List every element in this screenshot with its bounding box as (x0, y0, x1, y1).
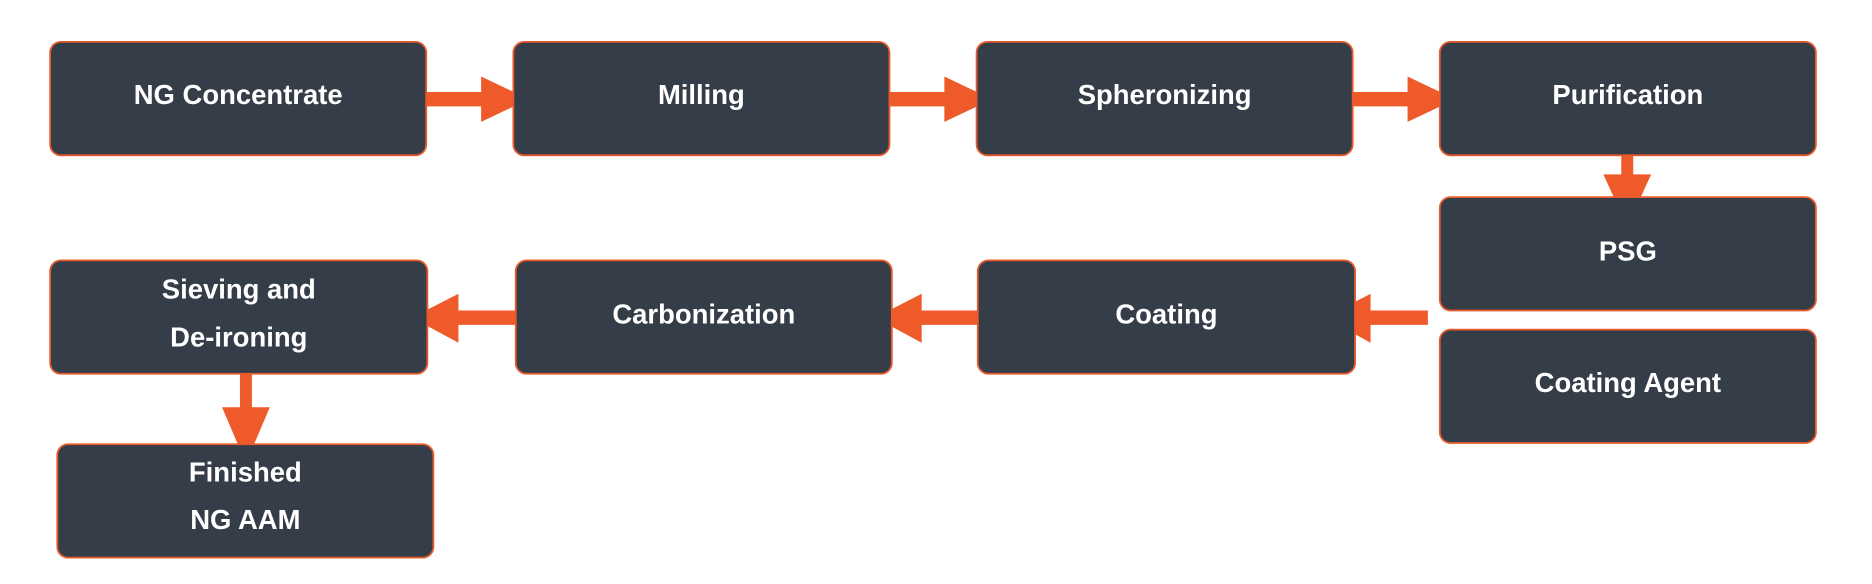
arrow-ng-to-milling (426, 76, 529, 122)
node-psg: PSG (1438, 196, 1817, 312)
node-finished-ng-aam: Finished NG AAM (56, 443, 435, 559)
node-label: Milling (658, 79, 745, 110)
node-label-line2: De-ironing (170, 321, 307, 352)
arrow-spheronizing-to-purification (1352, 76, 1456, 122)
arrow-purification-to-psg (1603, 155, 1652, 227)
node-label-line2: NG AAM (190, 504, 300, 535)
node-label: Spheronizing (1078, 79, 1252, 110)
node-label: Coating Agent (1535, 367, 1721, 398)
arrow-milling-to-spheronizing (889, 76, 993, 122)
node-label-line1: Sieving and (162, 274, 316, 305)
node-label: NG Concentrate (134, 79, 343, 110)
node-coating: Coating (976, 259, 1356, 375)
node-carbonization: Carbonization (514, 259, 893, 375)
node-spheronizing: Spheronizing (975, 40, 1354, 157)
node-ng-concentrate: NG Concentrate (49, 40, 428, 157)
arrow-coating-to-carbonization (875, 293, 978, 343)
node-milling: Milling (512, 40, 891, 157)
node-label: Carbonization (612, 299, 795, 330)
node-coating-agent: Coating Agent (1438, 328, 1817, 444)
arrow-sieving-to-finished (222, 373, 270, 464)
node-label: Purification (1552, 79, 1703, 110)
node-sieving-deironing: Sieving and De-ironing (49, 259, 429, 375)
node-label: Coating (1115, 299, 1217, 330)
arrow-carbonization-to-sieving (411, 293, 516, 343)
node-purification: Purification (1438, 40, 1817, 157)
node-label-line1: Finished (189, 456, 302, 487)
node-label: PSG (1599, 235, 1657, 266)
